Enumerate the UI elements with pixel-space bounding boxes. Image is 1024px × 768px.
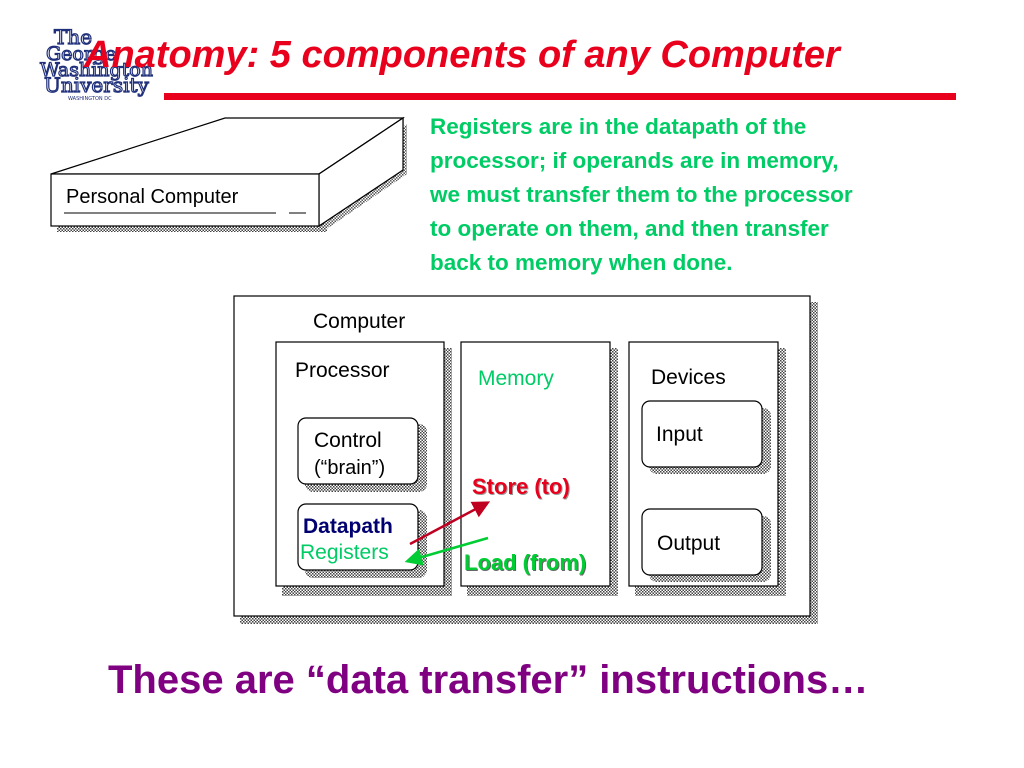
logo-line-3: Washington: [40, 59, 153, 81]
title-underline: [164, 93, 956, 100]
personal-computer-box: [50, 116, 407, 232]
load-arrow: [404, 536, 489, 566]
note-line: we must transfer them to the processor: [430, 182, 853, 207]
control-sublabel: (“brain”): [314, 457, 386, 479]
memory-label: Memory: [478, 367, 554, 390]
note-line: to operate on them, and then transfer: [430, 216, 829, 241]
page-title: Anatomy: 5 components of any Computer: [84, 34, 840, 76]
personal-computer-label: Personal Computer: [66, 186, 239, 208]
output-box: [641, 508, 771, 582]
logo-line-5: WASHINGTON DC: [68, 96, 112, 102]
note-line: back to memory when done.: [430, 250, 733, 275]
logo-line-4: University: [44, 73, 150, 97]
store-label: Store (to): [472, 474, 570, 499]
logo-line-2: George: [46, 43, 116, 65]
input-label: Input: [656, 423, 703, 446]
devices-label: Devices: [651, 366, 726, 389]
datapath-label: Datapath: [303, 515, 393, 538]
store-arrow: [409, 501, 491, 546]
note-line: Registers are in the datapath of the: [430, 114, 807, 139]
input-box: [641, 400, 771, 474]
data-transfer-caption: These are “data transfer” instructions…: [108, 658, 869, 702]
university-logo: The George Washington University WASHING…: [39, 24, 153, 102]
logo-line-1: The: [54, 25, 92, 49]
datapath-box: [297, 503, 427, 578]
load-label: Load (from): [464, 550, 587, 575]
control-box: [297, 417, 427, 492]
control-label: Control: [314, 429, 382, 452]
registers-note: Registers are in the datapath of the pro…: [430, 110, 990, 280]
registers-label: Registers: [300, 541, 389, 564]
note-line: processor; if operands are in memory,: [430, 148, 839, 173]
memory-box: [460, 341, 618, 596]
computer-label: Computer: [313, 310, 406, 333]
processor-label: Processor: [295, 359, 390, 382]
output-label: Output: [657, 532, 721, 555]
